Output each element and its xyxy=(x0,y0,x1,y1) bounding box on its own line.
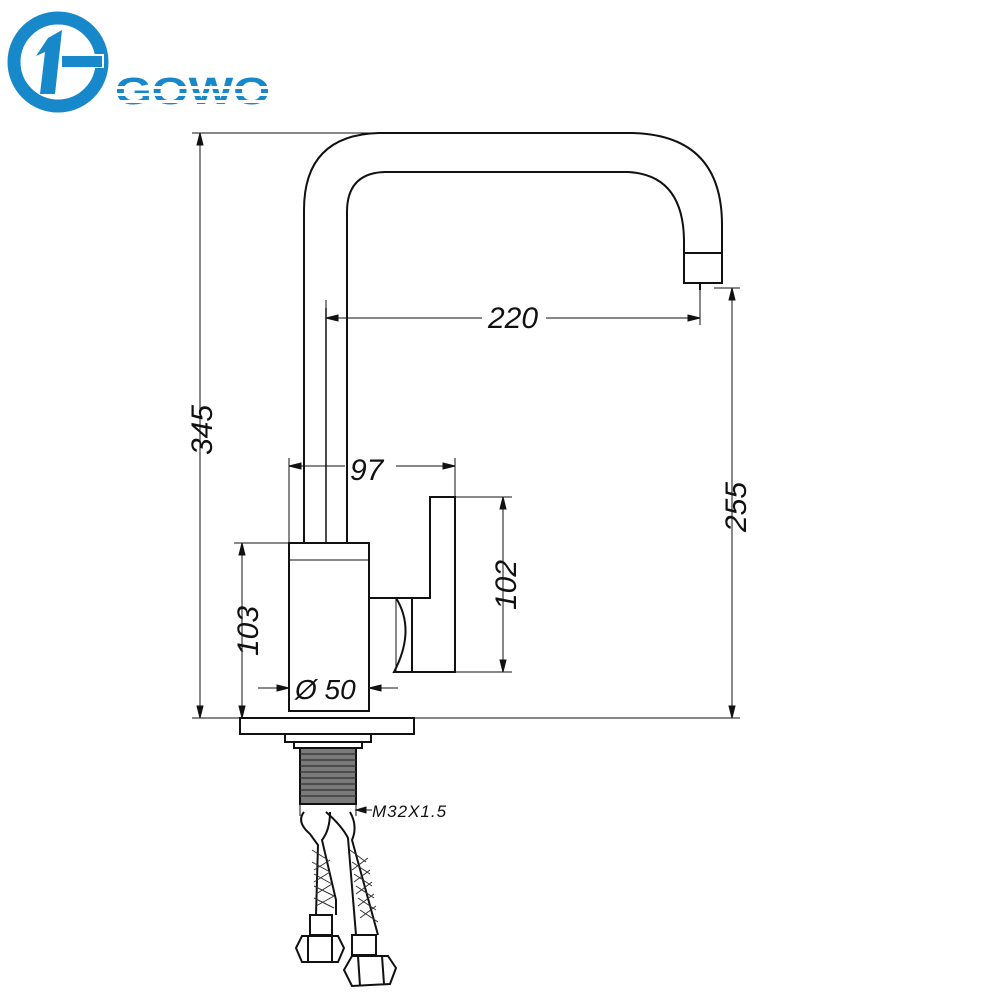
threaded-shank xyxy=(299,747,357,805)
spout-inner xyxy=(346,171,685,543)
dimension-lines xyxy=(192,132,740,816)
base-plate xyxy=(239,717,415,735)
dim-thread-size: M32X1.5 xyxy=(372,802,447,821)
logo-mark-icon xyxy=(7,11,109,113)
brand-logo: GOWO xyxy=(7,11,274,113)
logo-wordmark-stripes xyxy=(112,86,274,103)
handle xyxy=(369,496,456,673)
faucet-outline xyxy=(239,132,723,749)
logo-wordmark: GOWO xyxy=(115,71,270,113)
dim-spout-height: 255 xyxy=(720,482,753,533)
spout-outer xyxy=(303,132,723,543)
dim-handle-height: 102 xyxy=(490,560,523,610)
supply-hoses xyxy=(294,811,398,988)
dim-spout-reach: 220 xyxy=(487,302,538,335)
dim-body-offset: 97 xyxy=(350,454,385,487)
dim-total-height: 345 xyxy=(186,405,219,455)
aerator xyxy=(683,252,723,284)
dim-base-diameter: Ø 50 xyxy=(294,674,356,705)
dim-body-height: 103 xyxy=(232,606,265,656)
